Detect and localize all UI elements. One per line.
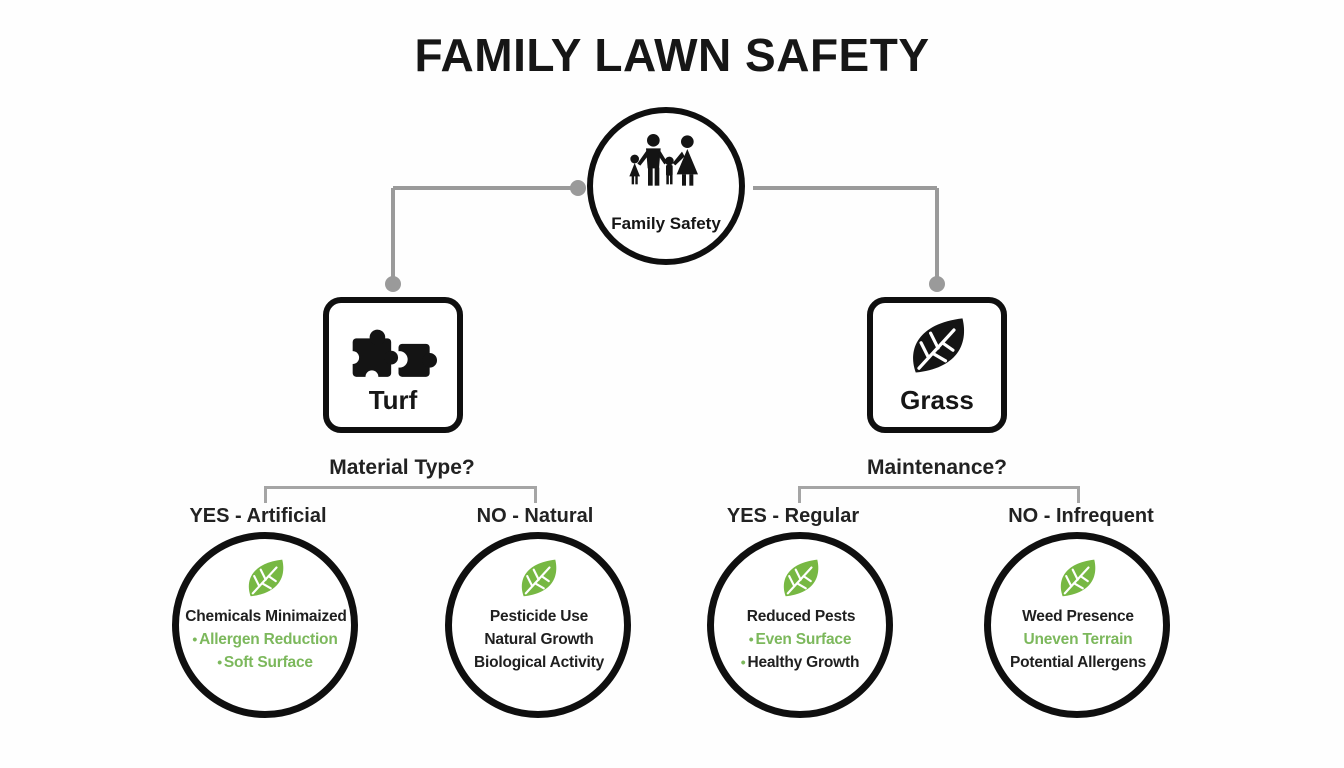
- outcome-line: Weed Presence: [979, 605, 1175, 628]
- bracket-material-right-tick: [534, 486, 537, 503]
- outcome-text-block: Reduced Pests •Even Surface •Healthy Gro…: [702, 605, 898, 674]
- outcome-line: •Even Surface: [702, 628, 898, 651]
- outcome-line: •Healthy Growth: [702, 651, 898, 674]
- bullet: •: [740, 654, 746, 670]
- branch-node-label-grass: Grass: [900, 385, 974, 415]
- outcome-line: Reduced Pests: [702, 605, 898, 628]
- option-yes-regular: YES - Regular: [726, 505, 860, 527]
- outcome-regular-maintenance: Reduced Pests •Even Surface •Healthy Gro…: [707, 532, 893, 718]
- family-icon: [629, 134, 698, 186]
- bracket-material: [264, 486, 537, 489]
- outcome-line-text: Uneven Terrain: [1023, 631, 1133, 648]
- connector-left-vertical: [391, 188, 395, 284]
- bracket-maintenance-right-tick: [1077, 486, 1080, 503]
- leaf-icon: [521, 559, 557, 597]
- connector-left-horizontal: [393, 186, 578, 190]
- bullet: •: [748, 631, 754, 647]
- outcome-text-block: Weed Presence Uneven Terrain Potential A…: [979, 605, 1175, 674]
- outcome-line-text: Reduced Pests: [746, 608, 856, 625]
- root-node-label: Family Safety: [611, 214, 721, 233]
- outcome-line-text: Pesticide Use: [489, 608, 589, 625]
- leaf-icon: [783, 559, 819, 597]
- outcome-line-text: Weed Presence: [1022, 608, 1134, 625]
- bracket-material-left-tick: [264, 486, 267, 503]
- connector-dot-root: [570, 180, 586, 196]
- outcome-line: Biological Activity: [440, 651, 636, 674]
- outcome-natural-turf: Pesticide Use Natural Growth Biological …: [445, 532, 631, 718]
- outcome-line-text: Biological Activity: [474, 654, 604, 671]
- outcome-line: Pesticide Use: [440, 605, 636, 628]
- outcome-line: •Soft Surface: [167, 651, 363, 674]
- node-grass: Grass: [867, 297, 1007, 433]
- page-title: FAMILY LAWN SAFETY: [414, 29, 930, 81]
- branch-node-label-turf: Turf: [368, 385, 418, 415]
- leaf-icon: [248, 559, 284, 597]
- connector-dot-grass: [929, 276, 945, 292]
- outcome-line: Potential Allergens: [979, 651, 1175, 674]
- question-maintenance: Maintenance?: [866, 456, 1008, 479]
- outcome-line-text: Natural Growth: [484, 631, 594, 648]
- bullet: •: [192, 631, 198, 647]
- question-material-type: Material Type?: [329, 456, 475, 479]
- node-turf: Turf: [323, 297, 463, 433]
- connector-dot-turf: [385, 276, 401, 292]
- node-family-safety: Family Safety: [587, 107, 745, 265]
- outcome-line: •Allergen Reduction: [167, 628, 363, 651]
- outcome-line-text: Potential Allergens: [1009, 654, 1147, 671]
- option-yes-artificial: YES - Artificial: [189, 505, 327, 527]
- puzzle-icon: [347, 329, 437, 384]
- bracket-maintenance: [798, 486, 1080, 489]
- outcome-artificial-turf: Chemicals Minimaized •Allergen Reduction…: [172, 532, 358, 718]
- outcome-line-text: Allergen Reduction: [199, 631, 338, 648]
- outcome-line: Uneven Terrain: [979, 628, 1175, 651]
- bullet: •: [217, 654, 222, 670]
- outcome-text-block: Chemicals Minimaized •Allergen Reduction…: [167, 605, 363, 674]
- connector-right-vertical: [935, 188, 939, 284]
- outcome-line: Natural Growth: [440, 628, 636, 651]
- outcome-line: Chemicals Minimaized: [167, 605, 363, 628]
- option-no-infrequent: NO - Infrequent: [1008, 505, 1154, 527]
- outcome-line-text: Chemicals Minimaized: [185, 608, 347, 625]
- connector-right-horizontal: [753, 186, 937, 190]
- option-no-natural: NO - Natural: [476, 505, 594, 527]
- outcome-text-block: Pesticide Use Natural Growth Biological …: [440, 605, 636, 674]
- outcome-infrequent-maintenance: Weed Presence Uneven Terrain Potential A…: [984, 532, 1170, 718]
- leaf-icon: [1060, 559, 1096, 597]
- outcome-line-text: Healthy Growth: [747, 654, 860, 671]
- outcome-line-text: Soft Surface: [223, 654, 313, 671]
- leaf-icon: [913, 318, 965, 373]
- outcome-line-text: Even Surface: [755, 631, 852, 648]
- bracket-maintenance-left-tick: [798, 486, 801, 503]
